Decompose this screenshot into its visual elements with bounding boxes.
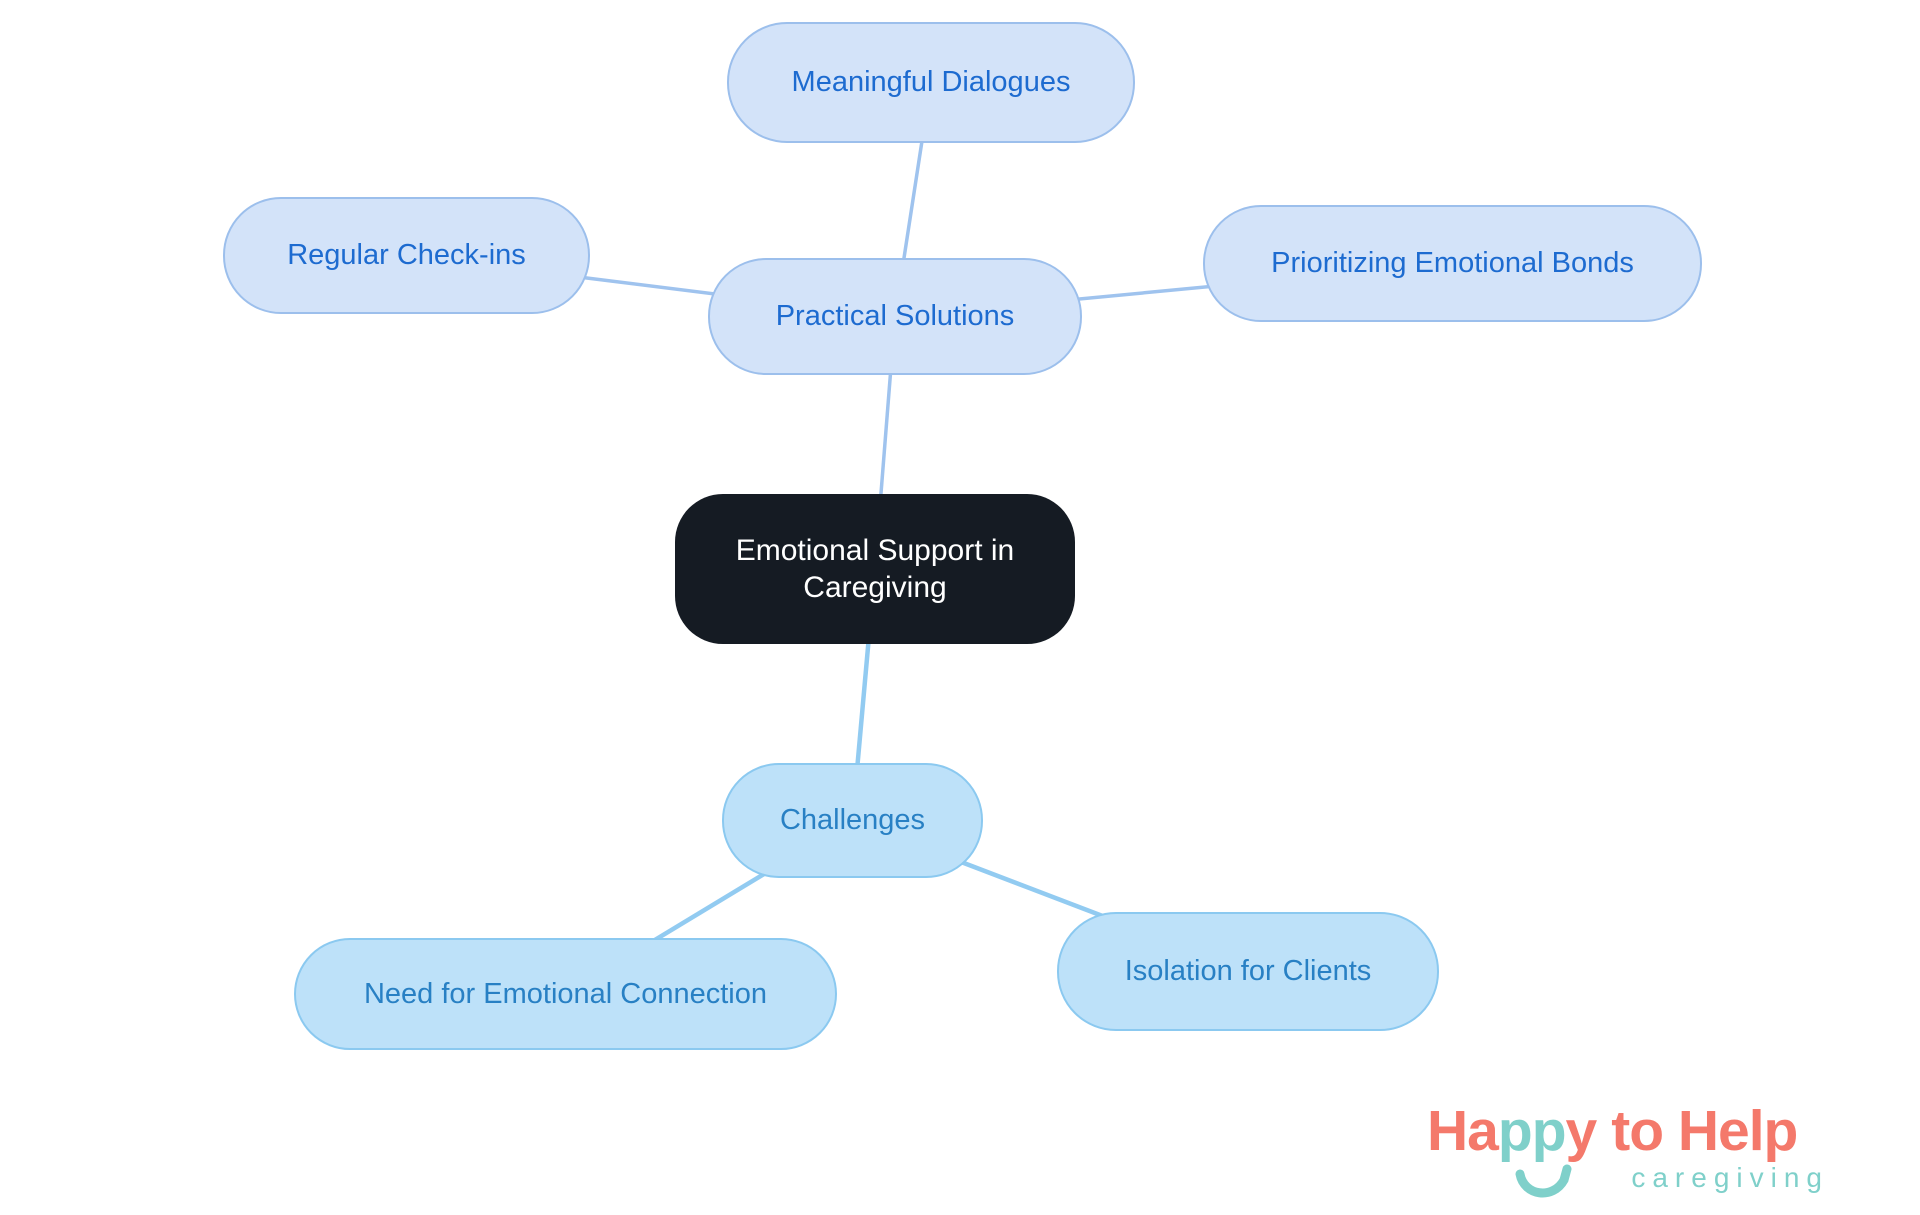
logo-part-to-help: to Help [1611, 1099, 1798, 1163]
node-label: Challenges [779, 804, 926, 837]
node-central-topic[interactable]: Emotional Support in Caregiving [675, 494, 1075, 644]
logo-subtitle: caregiving [1631, 1162, 1829, 1193]
node-label: Emotional Support in Caregiving [735, 533, 1015, 605]
node-isolation-for-clients[interactable]: Isolation for Clients [1057, 912, 1439, 1031]
smile-icon [1515, 1164, 1572, 1198]
node-prioritizing-emotional-bonds[interactable]: Prioritizing Emotional Bonds [1203, 205, 1702, 322]
logo-part-ha: Ha [1427, 1099, 1499, 1163]
node-challenges[interactable]: Challenges [722, 763, 983, 878]
logo-part-pp: pp [1497, 1099, 1567, 1163]
node-label: Need for Emotional Connection [363, 977, 767, 1010]
node-need-for-emotional-connection[interactable]: Need for Emotional Connection [294, 938, 837, 1050]
logo-part-y: y [1565, 1099, 1598, 1163]
node-practical-solutions[interactable]: Practical Solutions [708, 258, 1082, 375]
node-label: Regular Check-ins [287, 239, 526, 272]
node-meaningful-dialogues[interactable]: Meaningful Dialogues [727, 22, 1135, 143]
node-label: Practical Solutions [775, 300, 1015, 333]
node-regular-check-ins[interactable]: Regular Check-ins [223, 197, 590, 314]
node-label: Isolation for Clients [1124, 955, 1372, 988]
node-label: Prioritizing Emotional Bonds [1271, 247, 1634, 280]
node-label: Meaningful Dialogues [791, 66, 1071, 99]
